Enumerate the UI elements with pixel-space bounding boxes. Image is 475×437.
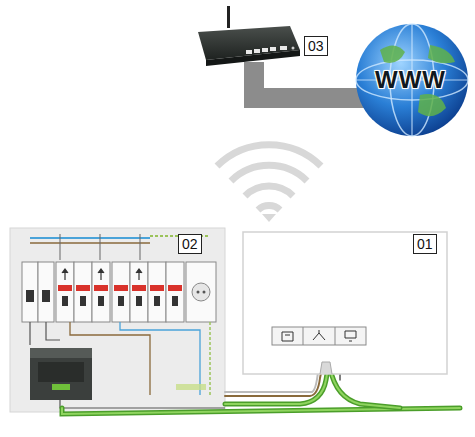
internet-label: WWW (375, 66, 446, 94)
callout-number: 01 (413, 234, 437, 254)
callout-number: 03 (304, 36, 328, 56)
control-panel (243, 232, 447, 374)
internet-globe (356, 24, 468, 136)
callout-number: 02 (178, 234, 202, 254)
wifi-symbol (217, 145, 321, 222)
router (198, 6, 300, 66)
distribution-board (10, 228, 225, 412)
